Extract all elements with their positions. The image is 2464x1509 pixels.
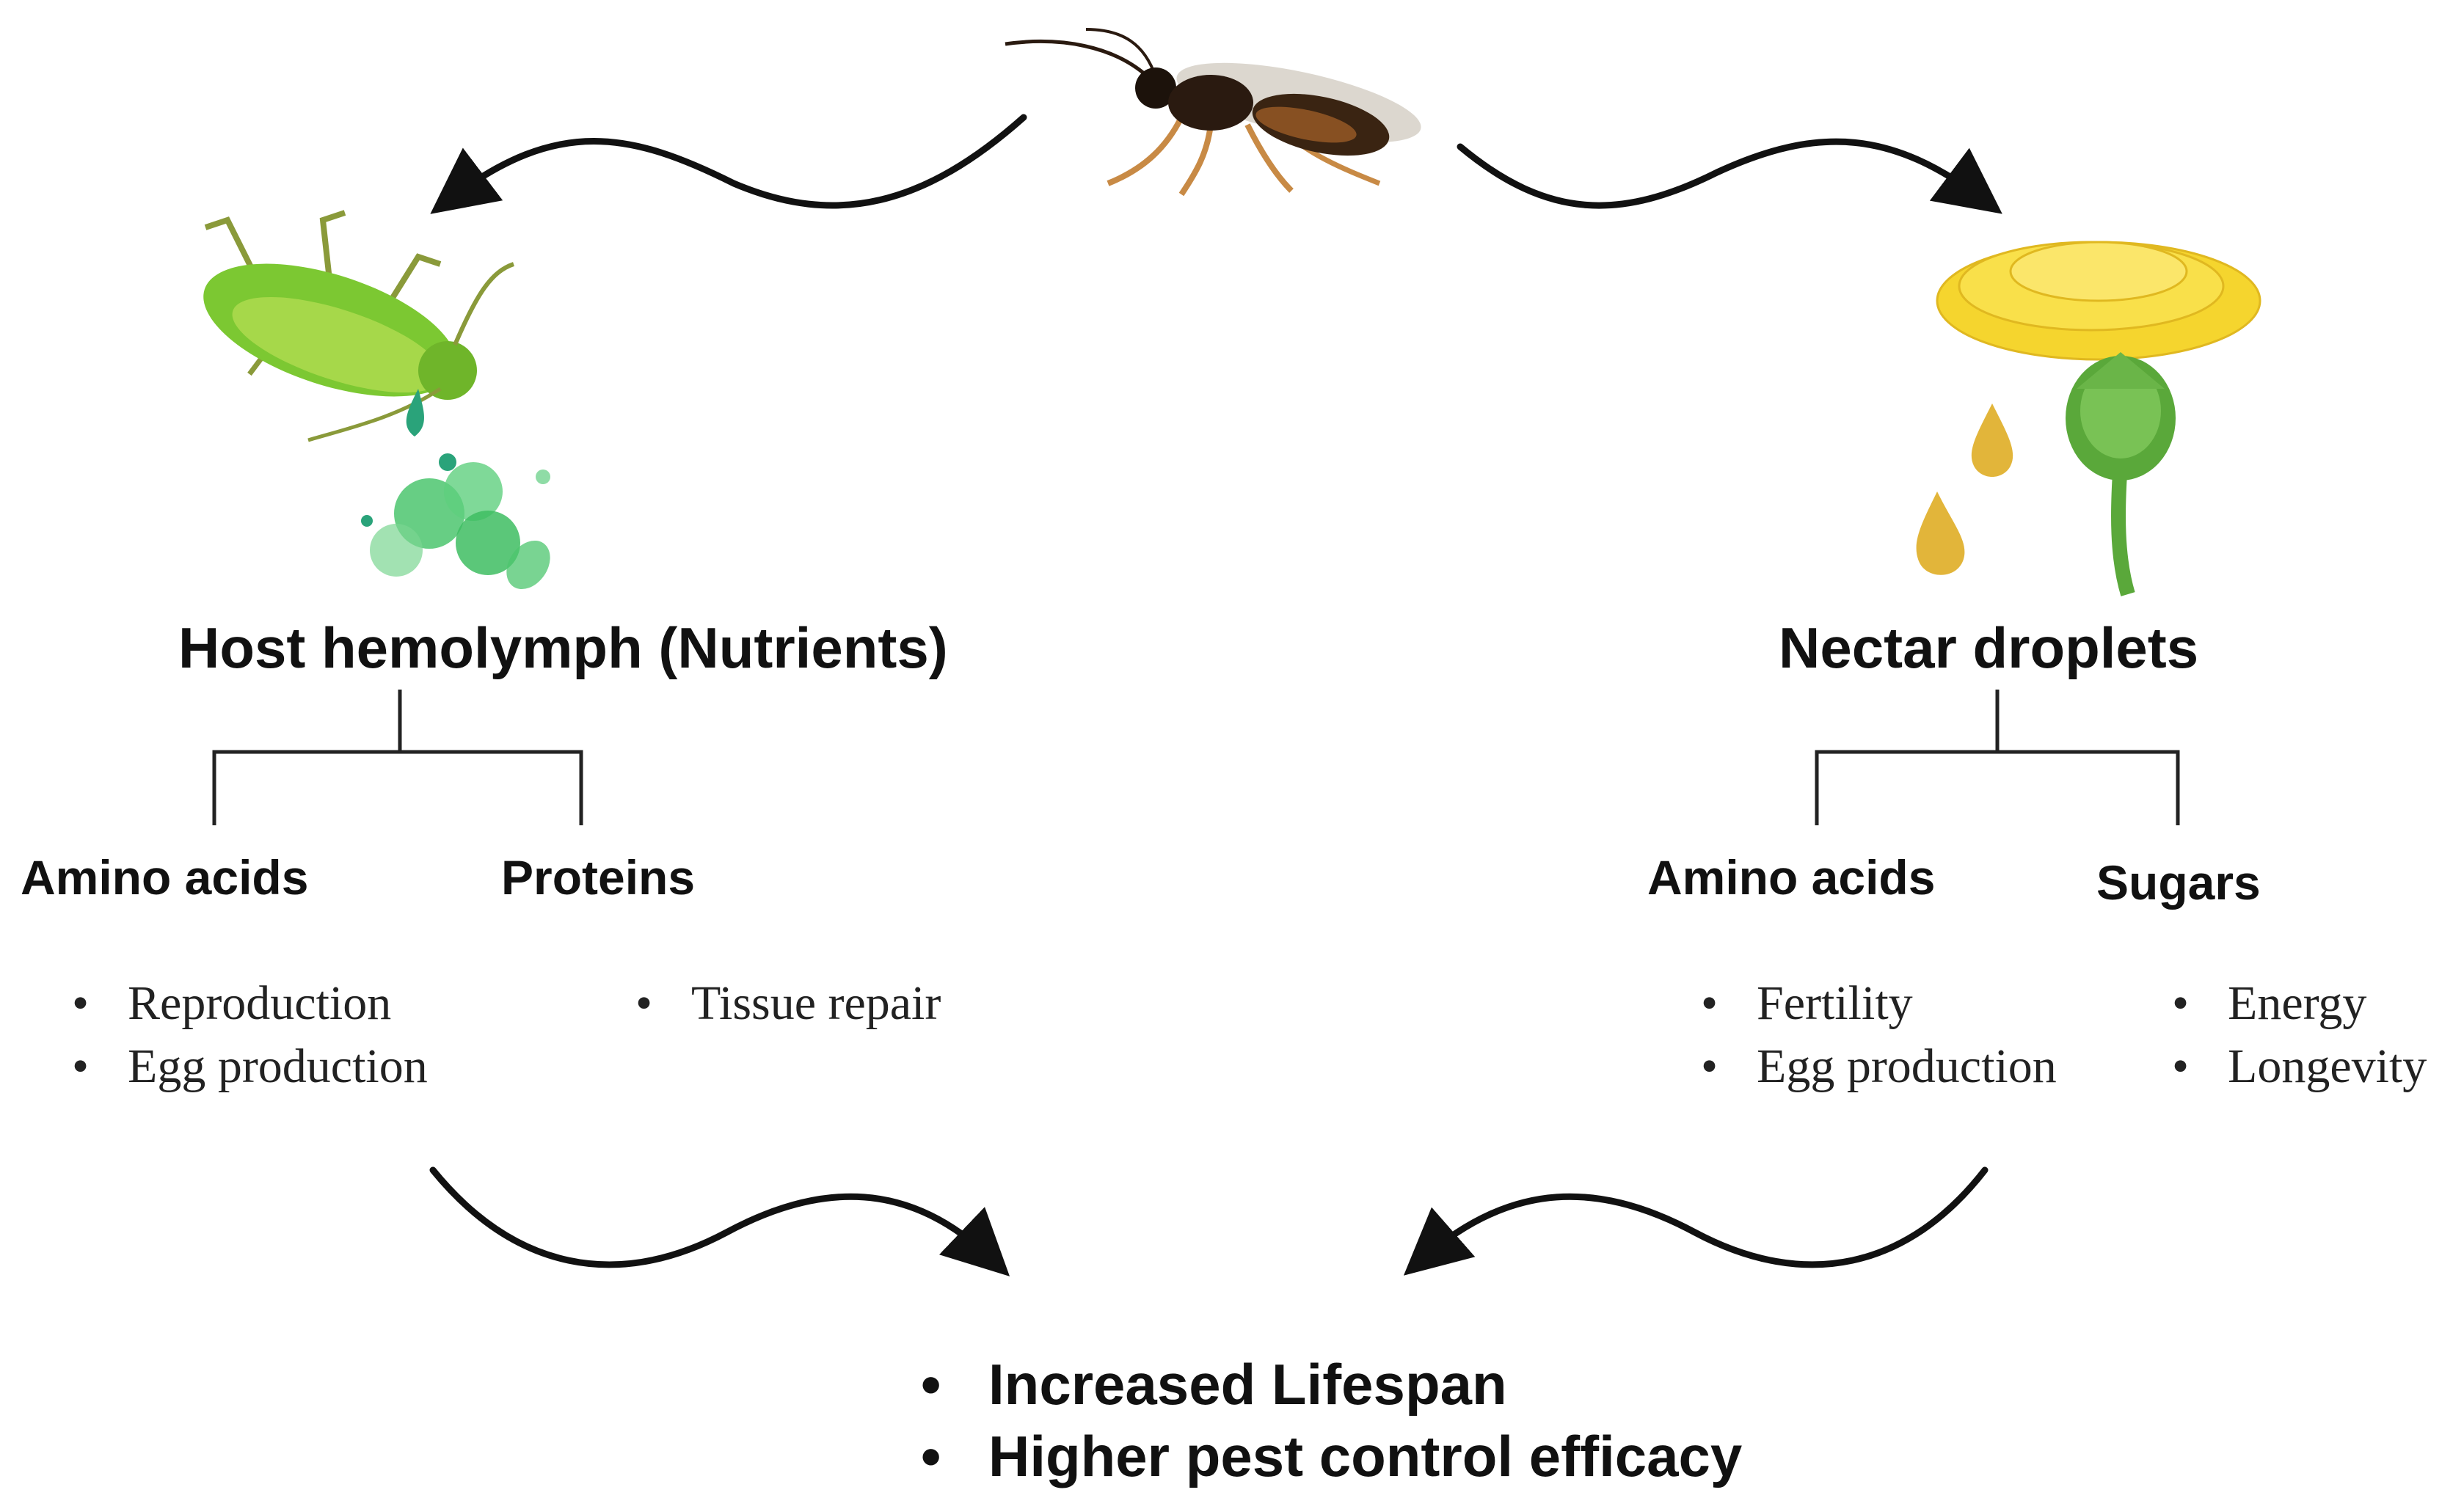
- arrow-wasp-to-host: [430, 114, 1027, 214]
- list-item: Fertility: [1701, 972, 2057, 1035]
- hemolymph-cells-icon: [361, 453, 550, 590]
- nectar-sugars-label: Sugars: [2096, 855, 2261, 910]
- list-item: Tissue repair: [635, 972, 941, 1035]
- list-item: Egg production: [72, 1035, 428, 1098]
- nectar-branch-bracket: [1815, 690, 2180, 825]
- nectar-amino-benefits-list: Fertility Egg production: [1701, 972, 2057, 1098]
- arrow-host-to-outcome: [429, 1166, 1010, 1276]
- outcome-list: Increased Lifespan Higher pest control e…: [921, 1348, 1742, 1492]
- outcome-item: Higher pest control efficacy: [921, 1420, 1742, 1492]
- aphid-icon: [203, 210, 515, 442]
- host-proteins-label: Proteins: [501, 850, 696, 905]
- nectar-droplets-title: Nectar droplets: [1779, 615, 2199, 680]
- dandelion-icon: [1936, 241, 2261, 596]
- list-item: Longevity: [2172, 1035, 2427, 1098]
- host-amino-benefits-list: Reproduction Egg production: [72, 972, 428, 1098]
- list-item: Reproduction: [72, 972, 428, 1035]
- arrow-wasp-to-nectar: [1457, 138, 2002, 214]
- nectar-droplet-icon: [1916, 403, 2013, 575]
- arrow-nectar-to-outcome: [1403, 1166, 1989, 1276]
- list-item: Energy: [2172, 972, 2427, 1035]
- nectar-amino-acids-label: Amino acids: [1647, 850, 1936, 905]
- host-amino-acids-label: Amino acids: [21, 850, 309, 905]
- nectar-sugar-benefits-list: Energy Longevity: [2172, 972, 2427, 1098]
- wasp-icon: [1005, 28, 1421, 197]
- host-protein-benefits-list: Tissue repair: [635, 972, 941, 1035]
- host-hemolymph-title: Host hemolymph (Nutrients): [178, 615, 948, 680]
- host-branch-bracket: [212, 690, 583, 825]
- outcome-item: Increased Lifespan: [921, 1348, 1742, 1420]
- list-item: Egg production: [1701, 1035, 2057, 1098]
